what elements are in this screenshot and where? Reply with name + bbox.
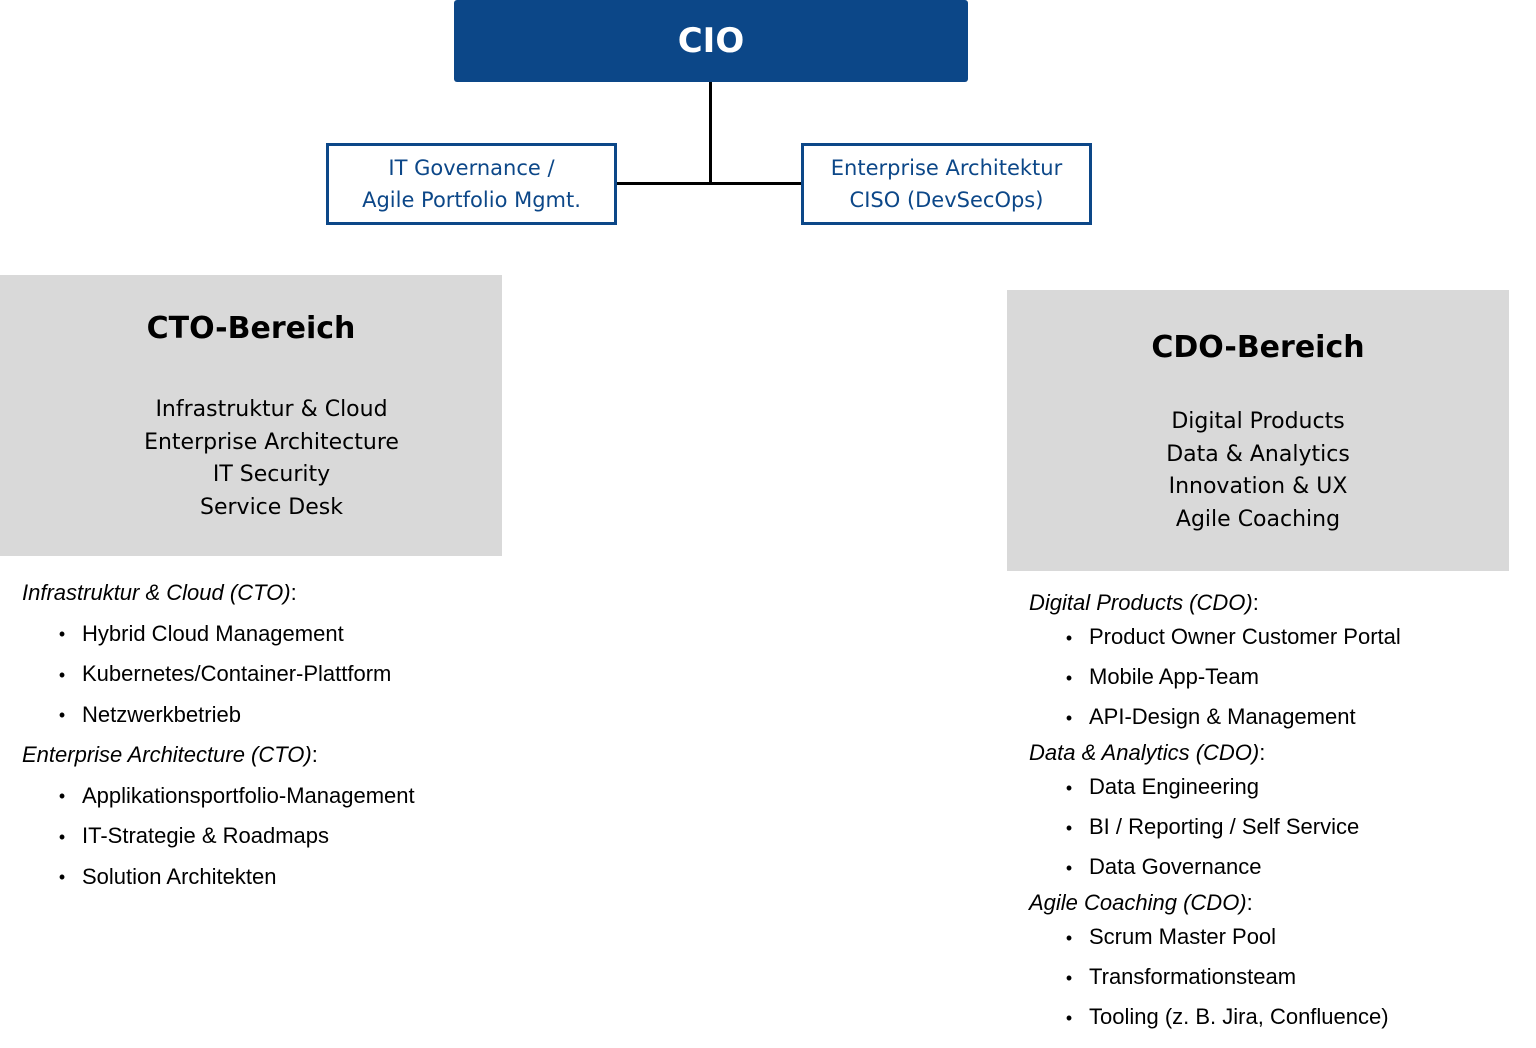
cto-item: Infrastruktur & Cloud xyxy=(155,397,388,422)
detail-list-item: •Product Owner Customer Portal xyxy=(1029,624,1401,664)
detail-category: Digital Products (CDO): xyxy=(1029,590,1259,615)
staff-governance-line2: Agile Portfolio Mgmt. xyxy=(362,188,581,212)
cdo-title: CDO-Bereich xyxy=(1151,330,1365,365)
connector-right xyxy=(709,182,802,185)
cdo-item: Digital Products xyxy=(1171,409,1345,434)
connector-left xyxy=(617,182,711,185)
detail-list-item: •Tooling (z. B. Jira, Confluence) xyxy=(1029,1004,1401,1044)
cdo-details: Digital Products (CDO): •Product Owner C… xyxy=(1029,590,1401,1044)
detail-list-item: •Kubernetes/Container-Plattform xyxy=(22,661,415,702)
cdo-item: Innovation & UX xyxy=(1168,474,1348,499)
cdo-area: CDO-Bereich Digital Products Data & Anal… xyxy=(1007,290,1509,571)
detail-category: Data & Analytics (CDO): xyxy=(1029,740,1266,765)
bullet-icon: • xyxy=(58,786,66,807)
cto-item: IT Security xyxy=(212,462,331,487)
bullet-icon: • xyxy=(58,624,66,645)
bullet-icon: • xyxy=(1065,817,1073,838)
detail-list-item: •Scrum Master Pool xyxy=(1029,924,1401,964)
cio-box: CIO xyxy=(454,0,968,82)
detail-list-item: •Applikationsportfolio-Management xyxy=(22,783,415,824)
detail-list-item: •BI / Reporting / Self Service xyxy=(1029,814,1401,854)
staff-architecture-line1: Enterprise Architektur xyxy=(830,156,1063,180)
bullet-icon: • xyxy=(1065,927,1073,948)
cio-label: CIO xyxy=(677,21,745,61)
staff-box-governance: IT Governance / Agile Portfolio Mgmt. xyxy=(326,143,617,225)
detail-list-item: •IT-Strategie & Roadmaps xyxy=(22,823,415,864)
detail-list-item: •Solution Architekten xyxy=(22,864,415,905)
bullet-icon: • xyxy=(58,867,66,888)
detail-category: Infrastruktur & Cloud (CTO): xyxy=(22,580,297,605)
staff-governance-line1: IT Governance / xyxy=(388,156,555,180)
staff-architecture-line2: CISO (DevSecOps) xyxy=(849,188,1044,212)
detail-list-item: •API-Design & Management xyxy=(1029,704,1401,740)
bullet-icon: • xyxy=(1065,777,1073,798)
bullet-icon: • xyxy=(1065,627,1073,648)
cdo-item: Agile Coaching xyxy=(1175,506,1341,532)
detail-category: Enterprise Architecture (CTO): xyxy=(22,742,318,767)
bullet-icon: • xyxy=(1065,1007,1073,1028)
bullet-icon: • xyxy=(1065,667,1073,688)
detail-list-item: •Netzwerkbetrieb xyxy=(22,702,415,743)
cto-area: CTO-Bereich Infrastruktur & Cloud Enterp… xyxy=(0,275,502,556)
cto-title: CTO-Bereich xyxy=(146,311,356,346)
bullet-icon: • xyxy=(1065,967,1073,988)
detail-list-item: •Data Governance xyxy=(1029,854,1401,890)
cto-details: Infrastruktur & Cloud (CTO): •Hybrid Clo… xyxy=(22,580,415,904)
bullet-icon: • xyxy=(1065,857,1073,878)
bullet-icon: • xyxy=(1065,707,1073,728)
cto-item: Enterprise Architecture xyxy=(144,429,399,455)
cdo-items: Digital Products Data & Analytics Innova… xyxy=(1007,406,1509,536)
detail-list-item: •Hybrid Cloud Management xyxy=(22,621,415,662)
cto-items: Infrastruktur & Cloud Enterprise Archite… xyxy=(41,394,502,524)
cto-item: Service Desk xyxy=(200,494,343,520)
bullet-icon: • xyxy=(58,705,66,726)
detail-list-item: •Data Engineering xyxy=(1029,774,1401,814)
detail-list-item: •Transformationsteam xyxy=(1029,964,1401,1004)
bullet-icon: • xyxy=(58,664,66,685)
cdo-item: Data & Analytics xyxy=(1166,441,1350,467)
detail-list-item: •Mobile App-Team xyxy=(1029,664,1401,704)
connector-vertical xyxy=(709,82,712,185)
bullet-icon: • xyxy=(58,826,66,847)
detail-category: Agile Coaching (CDO): xyxy=(1029,890,1253,915)
staff-box-architecture: Enterprise Architektur CISO (DevSecOps) xyxy=(801,143,1092,225)
